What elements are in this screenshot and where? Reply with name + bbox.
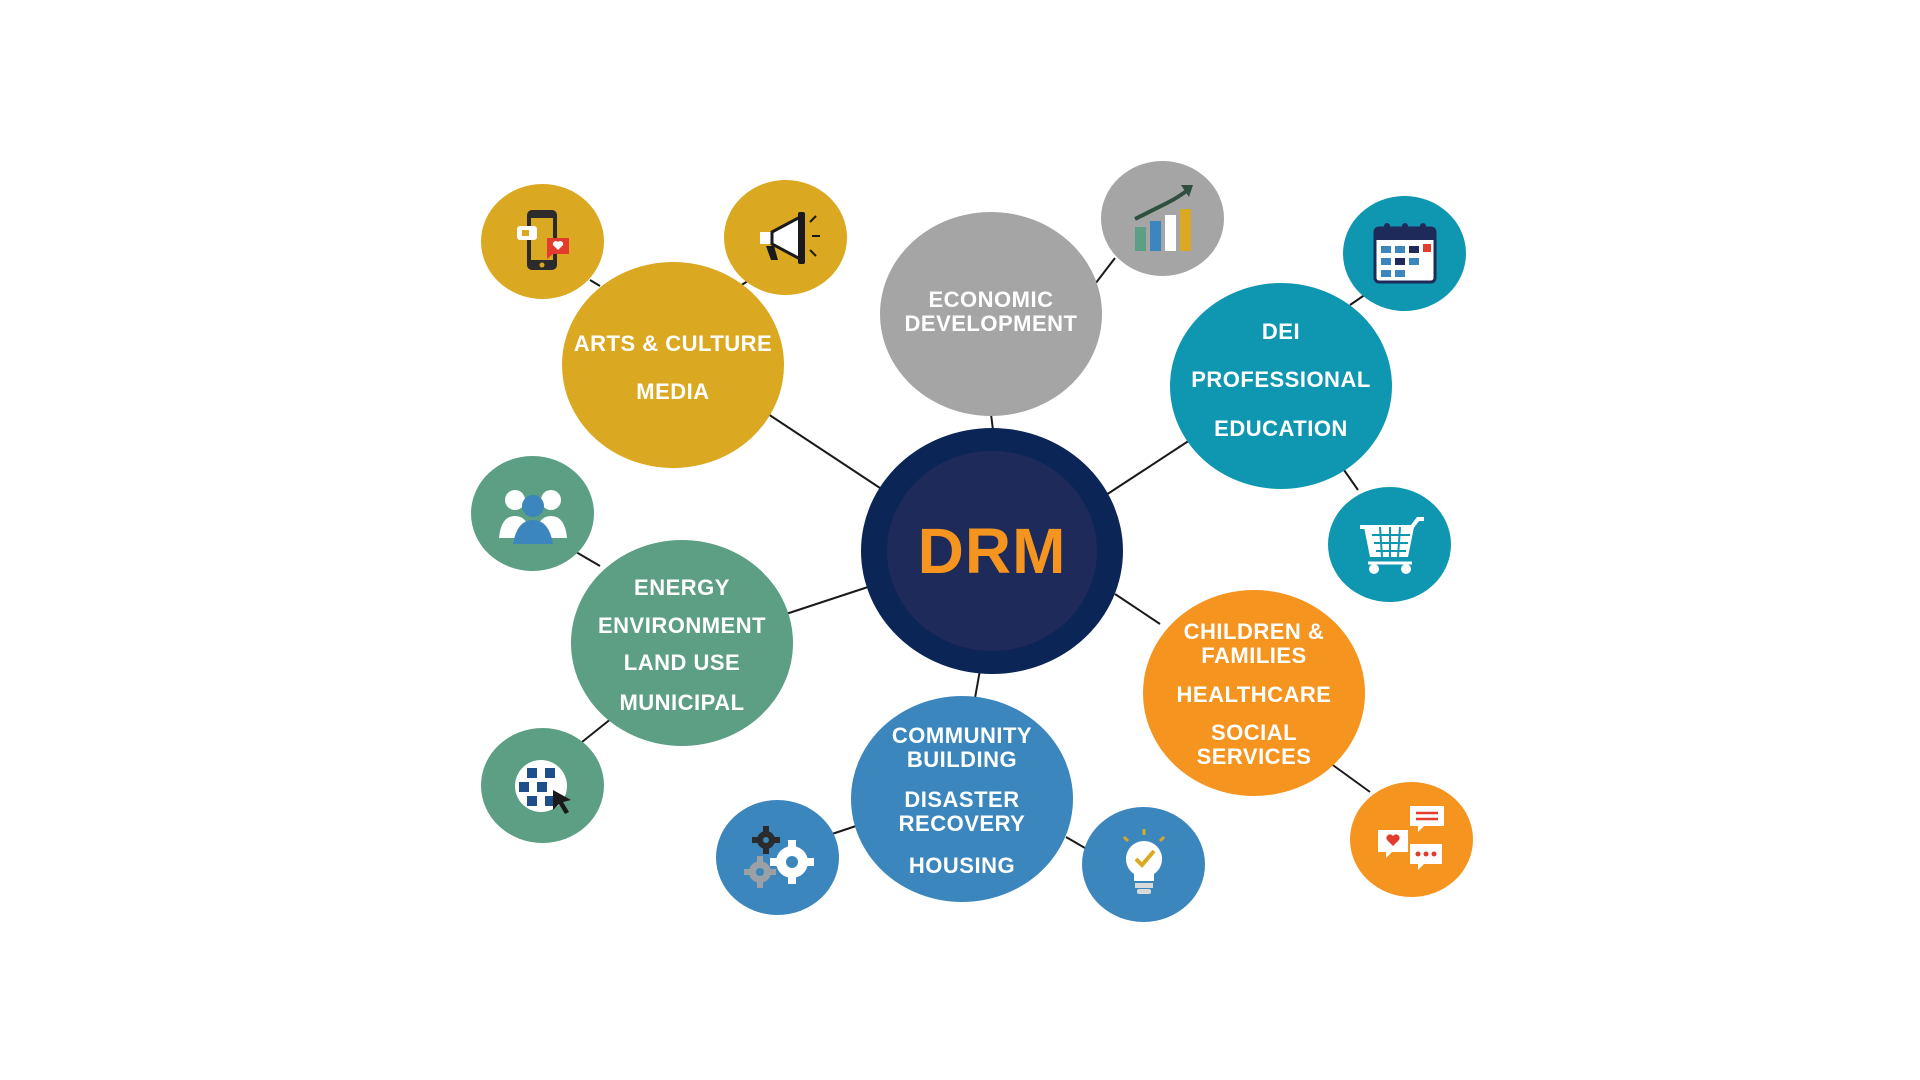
topic-node-economic: ECONOMIC DEVELOPMENT <box>880 212 1102 416</box>
topic-label: SOCIAL SERVICES <box>1196 720 1312 769</box>
link-hub-dei <box>1105 439 1191 496</box>
link-hub-community <box>974 669 981 699</box>
megaphone-icon <box>724 180 847 295</box>
link-dei-cart <box>1343 469 1359 491</box>
growth-chart-icon <box>1101 161 1224 276</box>
lightbulb-check-icon <box>1082 807 1205 922</box>
hub-title: DRM <box>917 515 1067 587</box>
chat-bubbles-icon <box>1350 782 1473 897</box>
link-arts-phone <box>589 279 601 287</box>
topic-label: ENERGY <box>634 575 730 600</box>
link-energy-globe <box>581 717 613 743</box>
gears-icon <box>716 800 839 915</box>
link-hub-children <box>1114 593 1161 625</box>
topic-label: DISASTER RECOVERY <box>898 787 1026 836</box>
topic-label: HOUSING <box>908 853 1016 878</box>
link-energy-people <box>575 551 601 567</box>
topic-label: DEI <box>1261 319 1301 344</box>
link-hub-energy <box>785 586 869 615</box>
topic-node-energy: ENERGY ENVIRONMENT LAND USE MUNICIPAL <box>571 540 793 746</box>
topic-label: PROFESSIONAL <box>1191 367 1371 392</box>
topic-node-children: CHILDREN & FAMILIES HEALTHCARE SOCIAL SE… <box>1143 590 1365 796</box>
topic-label: ECONOMIC DEVELOPMENT <box>904 287 1078 336</box>
topic-label: HEALTHCARE <box>1176 682 1332 707</box>
topic-label: ARTS & CULTURE <box>573 331 773 356</box>
topic-label: ENVIRONMENT <box>597 613 767 638</box>
hub-inner-circle: DRM <box>887 451 1097 651</box>
link-hub-econ <box>990 413 994 431</box>
people-group-icon <box>471 456 594 571</box>
topic-label: COMMUNITY BUILDING <box>891 723 1033 772</box>
calendar-icon <box>1343 196 1466 311</box>
hub-node: DRM <box>861 428 1123 674</box>
link-children-chat <box>1329 762 1371 793</box>
topic-node-arts: ARTS & CULTURE MEDIA <box>562 262 784 468</box>
topic-label: MUNICIPAL <box>619 690 745 715</box>
topic-label: MEDIA <box>636 379 710 404</box>
topic-label: EDUCATION <box>1214 416 1348 441</box>
topic-label: CHILDREN & FAMILIES <box>1183 619 1325 668</box>
topic-label: LAND USE <box>623 650 741 675</box>
globe-cursor-icon <box>481 728 604 843</box>
link-community-gears <box>831 825 857 835</box>
topic-node-community: COMMUNITY BUILDING DISASTER RECOVERY HOU… <box>851 696 1073 902</box>
link-community-bulb <box>1065 836 1086 849</box>
link-hub-arts <box>767 413 881 489</box>
topic-node-dei: DEI PROFESSIONAL EDUCATION <box>1170 283 1392 489</box>
phone-reactions-icon <box>481 184 604 299</box>
shopping-cart-icon <box>1328 487 1451 602</box>
